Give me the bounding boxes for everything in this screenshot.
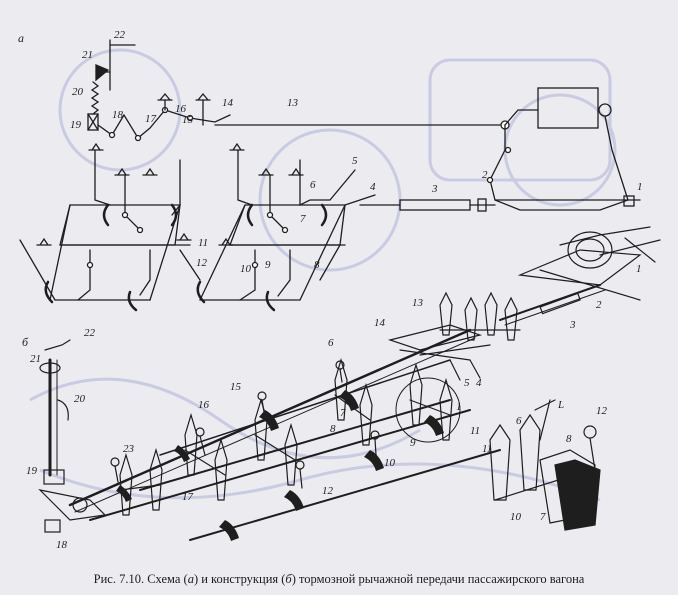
- label-b-17: 17: [182, 491, 194, 503]
- label-b-11: 11: [470, 425, 480, 437]
- label-b-5: 5: [464, 377, 470, 389]
- label-b-23: 23: [123, 443, 135, 455]
- label-b-1-cylinder: 1: [636, 263, 642, 275]
- label-a-19: 19: [70, 119, 82, 131]
- caption-b: б: [285, 572, 292, 586]
- label-a-1: 1: [637, 181, 643, 193]
- label-b-13: 13: [412, 297, 424, 309]
- label-b-15: 15: [230, 381, 242, 393]
- label-a-9: 9: [265, 259, 271, 271]
- label-a-5: 5: [352, 155, 358, 167]
- label-a-22: 22: [114, 29, 126, 41]
- detail-assembly: [489, 399, 601, 531]
- label-a-20: 20: [72, 86, 84, 98]
- label-a-6: 6: [310, 179, 316, 191]
- label-b-18: 18: [56, 539, 68, 551]
- label-a-17: 17: [145, 113, 157, 125]
- label-a-12: 12: [196, 257, 208, 269]
- panel-b-construction: б: [22, 226, 661, 551]
- label-b-11-detail: 11: [482, 443, 492, 455]
- label-b-20: 20: [74, 393, 86, 405]
- label-b-7-detail: 7: [540, 511, 546, 523]
- hanger-links: [110, 360, 380, 489]
- caption-middle: ) и конструкция (: [193, 572, 286, 586]
- label-a-8: 8: [314, 259, 320, 271]
- label-a-2: 2: [482, 169, 488, 181]
- brake-beams: [119, 357, 453, 516]
- label-b-19: 19: [26, 465, 38, 477]
- bogie-right: [196, 142, 376, 312]
- panel-a-schematic: a: [18, 29, 643, 312]
- label-b-1: 1: [456, 401, 462, 413]
- label-b-9: 9: [410, 437, 416, 449]
- label-b-21: 21: [30, 353, 41, 365]
- label-b-12-detail: 12: [596, 405, 608, 417]
- label-b-3: 3: [569, 319, 576, 331]
- caption-a: а: [187, 572, 194, 586]
- panel-b-letter: б: [22, 335, 29, 349]
- label-b-8: 8: [330, 423, 336, 435]
- bogie-left: [19, 142, 201, 312]
- label-a-15: 15: [182, 114, 194, 126]
- label-b-22: 22: [84, 327, 96, 339]
- label-b-10-detail: 10: [510, 511, 522, 523]
- label-a-21: 21: [82, 49, 93, 61]
- label-b-4: 4: [476, 377, 482, 389]
- label-b-16: 16: [198, 399, 210, 411]
- label-a-16: 16: [175, 103, 187, 115]
- caption-prefix: Рис. 7.10. Схема (: [93, 572, 188, 586]
- label-a-14: 14: [222, 97, 234, 109]
- figure-caption: Рис. 7.10. Схема (а) и конструкция (б) т…: [0, 572, 678, 587]
- label-a-18: 18: [112, 109, 124, 121]
- label-a-10: 10: [240, 263, 252, 275]
- label-a-11: 11: [198, 237, 208, 249]
- label-a-3: 3: [431, 183, 438, 195]
- label-a-4: 4: [370, 181, 376, 193]
- label-b-8-detail: 8: [566, 433, 572, 445]
- label-b-2: 2: [596, 299, 602, 311]
- label-b-14: 14: [374, 317, 386, 329]
- label-a-7: 7: [300, 213, 306, 225]
- label-a-13: 13: [287, 97, 299, 109]
- label-b-6-detail: 6: [516, 415, 522, 427]
- label-b-12: 12: [322, 485, 334, 497]
- label-b-7: 7: [340, 407, 346, 419]
- panel-a-letter: a: [18, 31, 24, 45]
- label-b-10: 10: [384, 457, 396, 469]
- brake-cylinder-unit: [499, 226, 661, 326]
- caption-suffix: ) тормозной рычажной передачи пассажирск…: [291, 572, 585, 586]
- label-b-6: 6: [328, 337, 334, 349]
- label-b-L: L: [557, 399, 564, 411]
